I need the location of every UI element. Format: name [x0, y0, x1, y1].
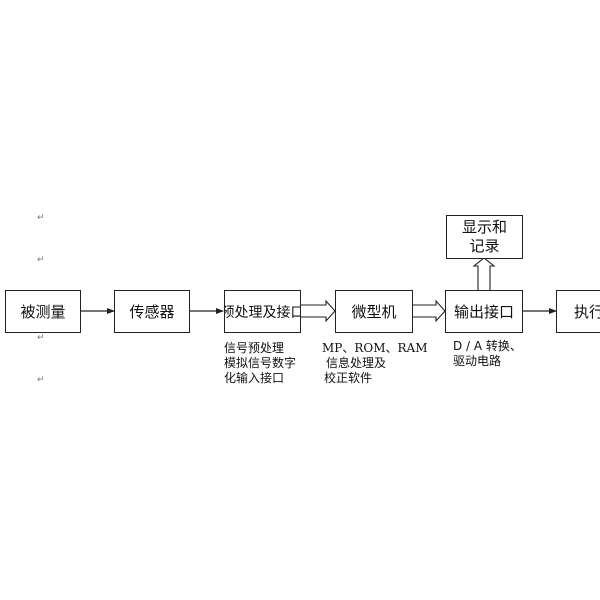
block-sensor: 传感器	[114, 290, 190, 333]
note-preprocess: 信号预处理 模拟信号数字 化输入接口	[224, 341, 296, 386]
block-display: 显示和 记录	[446, 215, 523, 259]
block-micro: 微型机	[335, 290, 413, 333]
note-micro-line-2: 信息处理及	[326, 356, 387, 370]
note-output-line-2: 驱动电路	[453, 354, 502, 368]
block-display-line-1: 显示和	[461, 218, 507, 236]
block-measured: 被测量	[5, 290, 81, 333]
double-arrow-micro-to-output	[412, 299, 446, 323]
note-micro: MP、ROM、RAM 信息处理及 校正软件	[322, 341, 428, 386]
note-micro-line-1: MP、ROM、RAM	[322, 341, 428, 355]
paragraph-mark: ↵	[37, 255, 45, 265]
double-arrow-preprocess-to-micro	[300, 299, 336, 323]
note-output-line-1: D / A 转换、	[453, 339, 522, 353]
double-arrow-output-to-display	[472, 257, 496, 290]
note-micro-line-3: 校正软件	[324, 371, 373, 385]
block-output: 输出接口	[445, 290, 523, 333]
paragraph-mark: ↵	[37, 375, 45, 385]
note-preprocess-line-1: 信号预处理	[224, 341, 285, 355]
paragraph-mark: ↵	[37, 333, 45, 343]
note-preprocess-line-2: 模拟信号数字	[224, 356, 297, 370]
paragraph-mark: ↵	[37, 213, 45, 223]
note-output: D / A 转换、 驱动电路	[453, 339, 522, 369]
note-preprocess-line-3: 化输入接口	[224, 371, 285, 385]
block-display-line-2: 记录	[469, 237, 500, 255]
block-actuator: 执行	[556, 290, 600, 333]
block-preprocess: 预处理及接口	[224, 290, 301, 333]
